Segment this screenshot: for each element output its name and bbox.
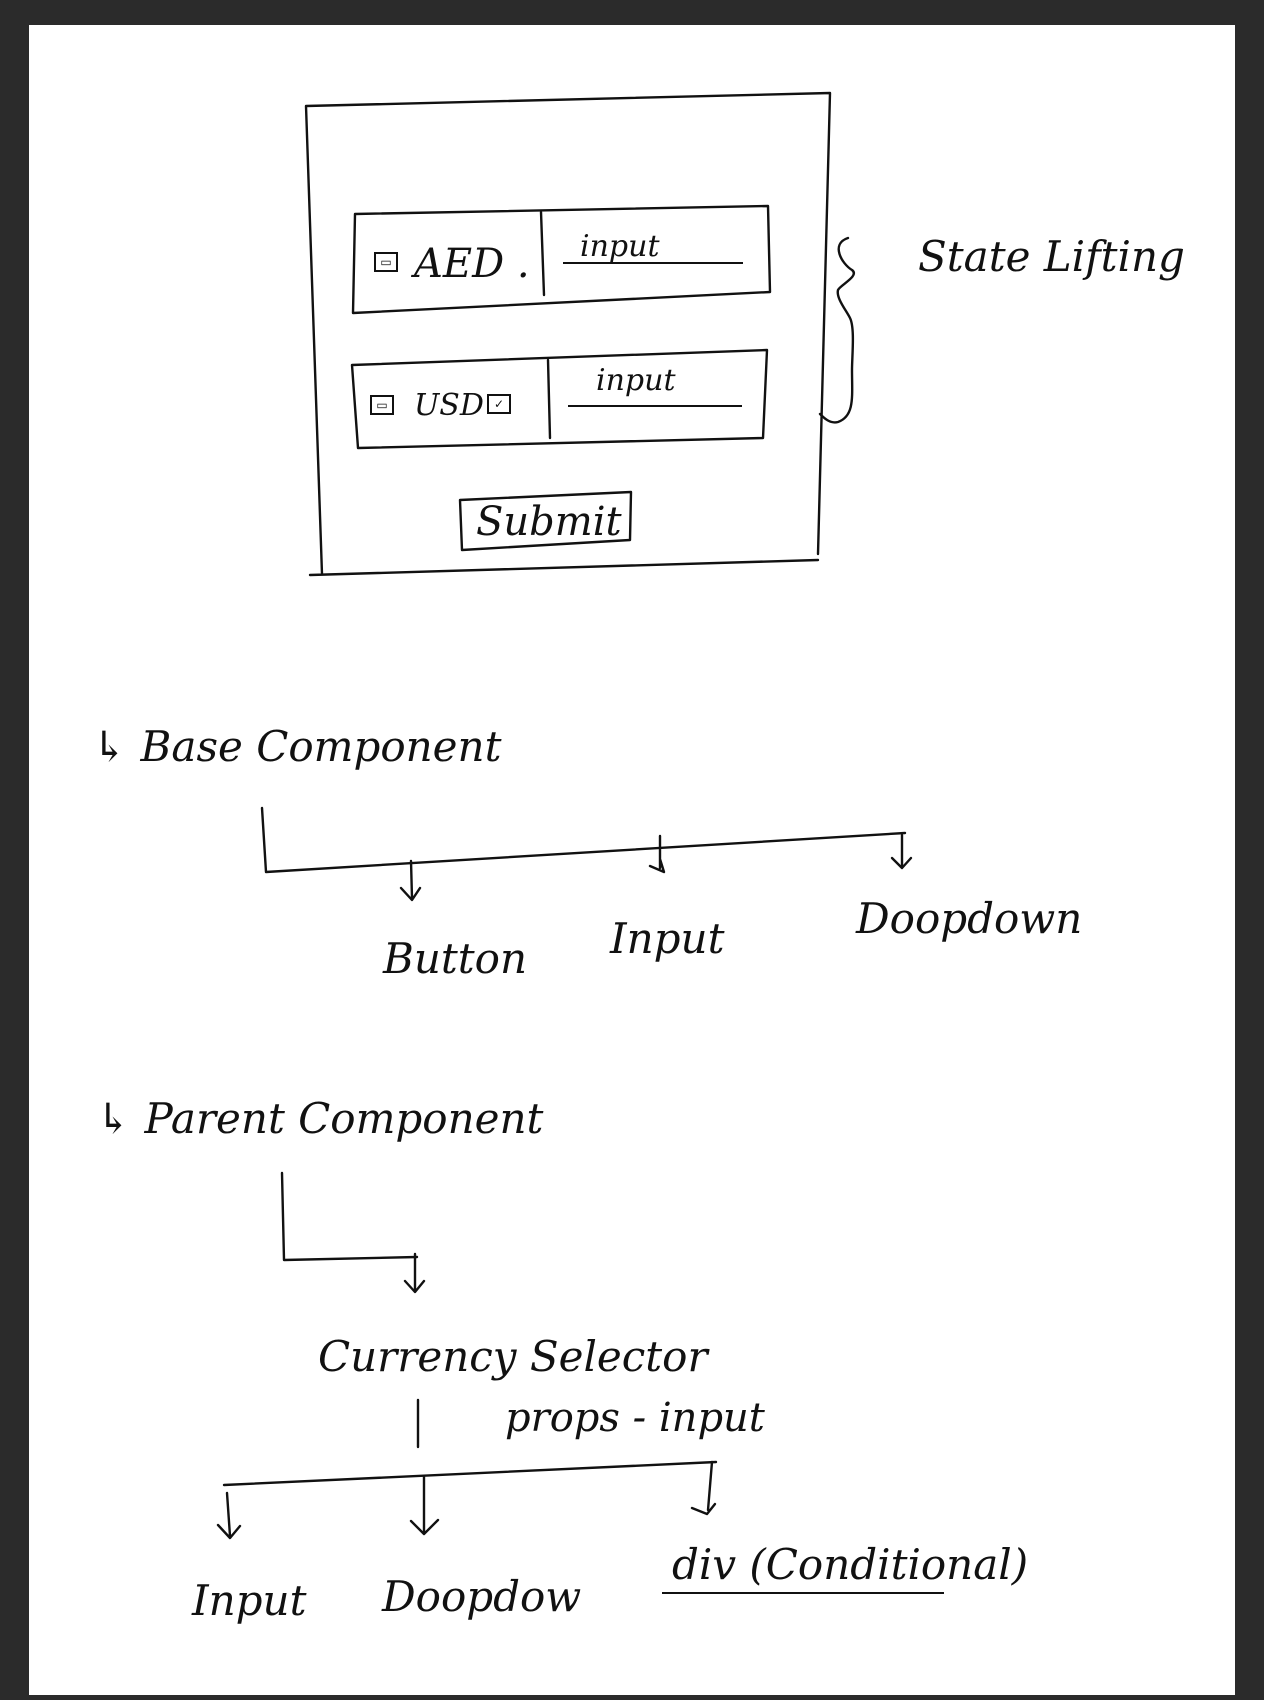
currency-label-usd: USD xyxy=(414,388,484,423)
submit-box xyxy=(458,490,633,552)
row2-divider xyxy=(546,358,552,440)
input-label-1: input xyxy=(580,229,660,264)
selector-child-div-conditional: div (Conditional) xyxy=(672,1540,1029,1589)
selector-arrow-div xyxy=(690,1460,717,1516)
row1-box xyxy=(351,204,772,315)
selector-tree-bar xyxy=(222,1460,718,1487)
parent-tree xyxy=(280,1171,419,1262)
base-arrow-doopdown xyxy=(890,833,913,870)
parent-component-heading: ↳ Parent Component xyxy=(96,1094,544,1143)
state-lifting-brace xyxy=(818,236,855,424)
mockup-frame xyxy=(304,91,832,577)
selector-child-input: Input xyxy=(192,1576,307,1625)
flag-icon: ▭ xyxy=(370,395,394,415)
submit-label: Submit xyxy=(476,499,622,545)
props-note: props - input xyxy=(505,1395,765,1441)
currency-label-aed: AED . xyxy=(414,241,530,287)
selector-arrow-doopdow xyxy=(409,1475,440,1536)
selector-arrow-input xyxy=(216,1491,242,1540)
input-underline-1 xyxy=(563,262,743,264)
row2-box xyxy=(350,348,769,450)
input-underline-2 xyxy=(568,405,742,407)
currency-selector-label: Currency Selector xyxy=(318,1332,708,1381)
base-child-input: Input xyxy=(610,914,725,963)
flag-icon: ▭ xyxy=(374,252,398,272)
row1-divider xyxy=(539,210,546,297)
base-component-heading: ↳ Base Component xyxy=(92,722,502,771)
whiteboard-paper xyxy=(29,25,1235,1695)
base-arrow-button xyxy=(399,859,422,902)
selector-child-doopdow: Doopdow xyxy=(382,1572,582,1621)
base-arrow-input xyxy=(648,834,666,874)
state-lifting-annotation: State Lifting xyxy=(918,232,1185,281)
input-label-2: input xyxy=(596,363,676,398)
parent-arrow-selector xyxy=(403,1252,426,1294)
base-child-button: Button xyxy=(383,934,528,983)
checkbox-icon: ✓ xyxy=(487,394,511,414)
base-tree xyxy=(260,806,907,874)
div-conditional-underline xyxy=(662,1592,944,1594)
base-child-doopdown: Doopdown xyxy=(856,894,1083,943)
